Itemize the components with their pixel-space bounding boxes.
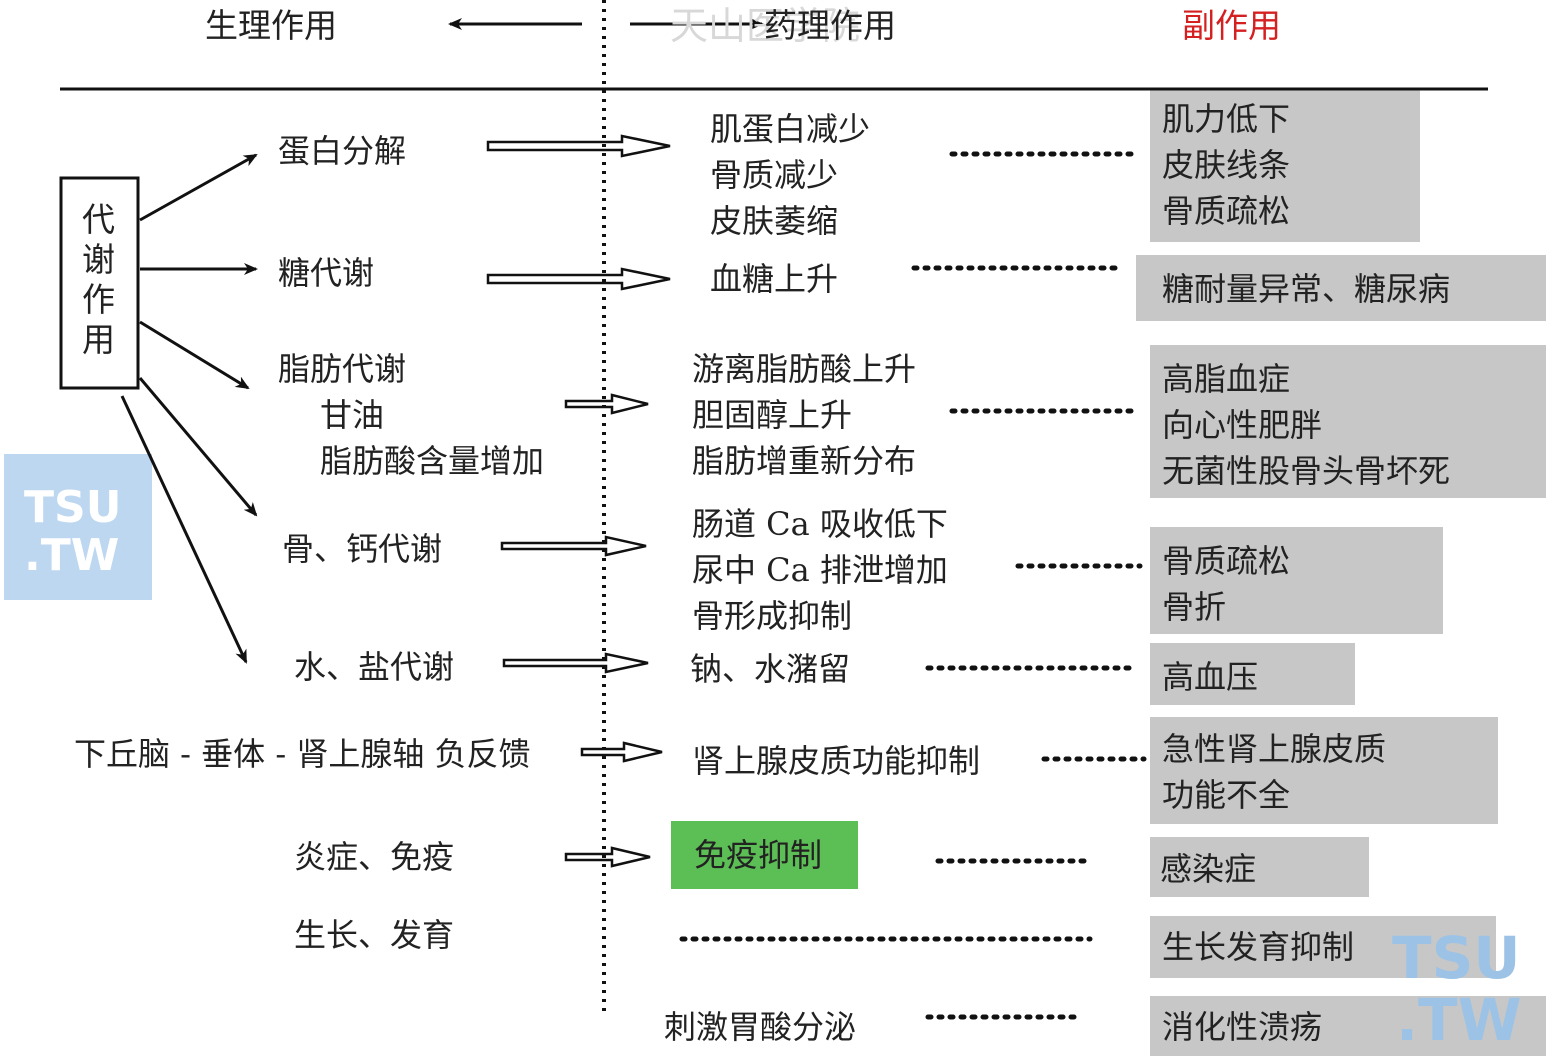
left-fat-fattyacid: 脂肪酸含量增加 (320, 442, 545, 480)
side-fat-2: 向心性肥胖 (1162, 406, 1323, 444)
arrow-to-protein (139, 153, 258, 222)
left-fat-glycerol: 甘油 (320, 396, 385, 434)
watermark-logo-left (4, 454, 152, 600)
side-water: 高血压 (1162, 658, 1259, 696)
side-protein: 肌力低下 皮肤线条 骨质疏松 (1162, 96, 1290, 234)
header-watermark-text: 天山医学院 (670, 4, 861, 48)
mid-bone: 肠道 Ca 吸收低下 尿中 Ca 排泄增加 骨形成抑制 (692, 501, 948, 639)
mid-fat-1: 游离脂肪酸上升 (692, 350, 917, 388)
side-box-growth (1150, 916, 1496, 978)
side-bone: 骨质疏松 骨折 (1162, 538, 1290, 630)
mid-immune: 免疫抑制 (694, 836, 823, 874)
metabolism-box-outline (59, 176, 140, 390)
double-arrow-water (502, 652, 649, 674)
double-arrow-bone (500, 535, 647, 557)
double-arrow-protein (486, 134, 671, 158)
arrow-to-water (120, 395, 248, 664)
left-sugar: 糖代谢 (278, 254, 375, 292)
mid-protein: 肌蛋白减少 骨质减少 皮肤萎缩 (710, 106, 870, 244)
side-hpa-1: 急性肾上腺皮质 (1162, 730, 1387, 768)
header-physiological: 生理作用 (205, 6, 337, 45)
side-bone-1: 骨质疏松 (1162, 542, 1291, 580)
metabolism-box-text: 代谢作用 (82, 200, 115, 359)
left-inflammation: 炎症、免疫 (294, 838, 455, 876)
mid-sugar: 血糖上升 (710, 260, 839, 298)
arrow-to-bone (138, 377, 258, 517)
side-fat-1: 高脂血症 (1162, 360, 1291, 398)
side-hpa: 急性肾上腺皮质 功能不全 (1162, 726, 1386, 818)
side-hpa-2: 功能不全 (1162, 776, 1291, 814)
double-arrow-fat (564, 393, 649, 415)
double-arrow-hpa (580, 741, 663, 763)
mid-gastric: 刺激胃酸分泌 (664, 1008, 857, 1046)
side-growth: 生长发育抑制 (1162, 928, 1355, 966)
mid-protein-3: 皮肤萎缩 (710, 202, 839, 240)
side-box-immune (1150, 837, 1369, 897)
watermark-logo-left-line1: TSU (24, 482, 122, 533)
left-bone: 骨、钙代谢 (282, 530, 443, 568)
mid-protein-1: 肌蛋白减少 (710, 110, 871, 148)
mid-water: 钠、水潴留 (690, 650, 851, 688)
left-protein: 蛋白分解 (278, 132, 407, 170)
side-immune: 感染症 (1160, 850, 1257, 888)
header-pharmacological: 药理作用 (764, 6, 896, 45)
mid-bone-2: 尿中 Ca 排泄增加 (692, 551, 948, 589)
watermark-logo-left-line2: .TW (24, 530, 120, 581)
mid-bone-1: 肠道 Ca 吸收低下 (692, 505, 948, 543)
watermark-logo-right-line2: .TW (1396, 986, 1522, 1054)
header-side-effect: 副作用 (1182, 6, 1281, 45)
mid-bone-3: 骨形成抑制 (692, 597, 853, 635)
watermark-logo-right-line1: TSU (1392, 924, 1521, 992)
side-protein-1: 肌力低下 (1162, 100, 1291, 138)
mid-fat-2: 胆固醇上升 (692, 396, 853, 434)
side-fat: 高脂血症 向心性肥胖 无菌性股骨头骨坏死 (1162, 356, 1450, 494)
arrow-to-fat (139, 320, 250, 390)
side-box-hpa (1150, 717, 1498, 824)
immune-suppression-box (671, 821, 858, 889)
mid-protein-2: 骨质减少 (710, 156, 839, 194)
left-growth: 生长、发育 (294, 916, 455, 954)
side-fat-3: 无菌性股骨头骨坏死 (1162, 452, 1451, 490)
mid-fat-3: 脂肪增重新分布 (692, 442, 917, 480)
side-box-protein (1150, 90, 1420, 242)
side-protein-3: 骨质疏松 (1162, 192, 1291, 230)
side-bone-2: 骨折 (1162, 588, 1227, 626)
metabolism-box-label: 代谢作用 (82, 200, 118, 360)
side-box-gastric (1150, 996, 1546, 1056)
side-box-water (1150, 643, 1355, 705)
side-sugar: 糖耐量异常、糖尿病 (1162, 270, 1451, 308)
side-gastric: 消化性溃疡 (1162, 1008, 1323, 1046)
mid-hpa: 肾上腺皮质功能抑制 (692, 742, 981, 780)
side-box-bone (1150, 527, 1443, 634)
left-fat-title: 脂肪代谢 (278, 350, 407, 388)
mid-fat: 游离脂肪酸上升 胆固醇上升 脂肪增重新分布 (692, 346, 916, 484)
double-arrow-immune (564, 846, 651, 868)
side-box-fat (1150, 345, 1546, 498)
side-protein-2: 皮肤线条 (1162, 146, 1291, 184)
double-arrow-sugar (486, 267, 671, 291)
left-hpa: 下丘脑 - 垂体 - 肾上腺轴 负反馈 (74, 735, 531, 773)
left-water: 水、盐代谢 (294, 648, 455, 686)
side-box-sugar (1136, 255, 1546, 321)
